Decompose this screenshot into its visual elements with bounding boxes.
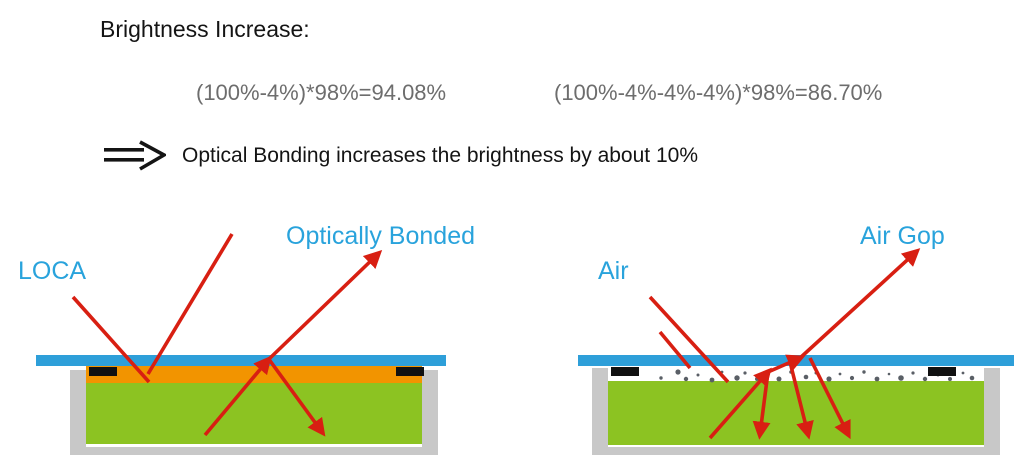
reflected-ray-right-1	[752, 371, 771, 440]
spacer-block-right-1	[611, 367, 639, 376]
callout-label-optically-bonded: Optically Bonded	[286, 222, 476, 250]
air-pointer-line	[648, 295, 730, 384]
emitted-ray-up-right-2	[767, 354, 806, 374]
callout-label-air: Air	[598, 257, 629, 285]
spacer-block-left-2	[396, 367, 424, 376]
callout-label-air-gap: Air Gop	[860, 222, 945, 250]
left-diagram-group	[36, 233, 446, 455]
right-diagram-group	[578, 248, 1014, 455]
air-gap-region	[608, 366, 984, 381]
incoming-ray-right	[658, 330, 692, 370]
incoming-ray-left	[146, 233, 234, 375]
emitted-ray-up-left	[203, 355, 272, 437]
output-ray-right	[798, 248, 921, 360]
reflected-ray-left	[266, 356, 326, 437]
formula-air-gap: (100%-4%-4%-4%)*98%=86.70%	[554, 80, 883, 105]
spacer-block-left-1	[89, 367, 117, 376]
page-title: Brightness Increase:	[100, 16, 310, 42]
spacer-block-right-2	[928, 367, 956, 376]
conclusion-statement: Optical Bonding increases the brightness…	[182, 144, 698, 167]
reflected-ray-right-3	[808, 357, 851, 440]
implies-arrow-icon	[104, 140, 166, 171]
emitted-ray-up-right-1	[708, 367, 772, 440]
display-panel-left	[86, 382, 422, 444]
cover-glass-left	[36, 355, 446, 366]
loca-pointer-line	[71, 295, 151, 384]
formula-optically-bonded: (100%-4%)*98%=94.08%	[196, 80, 447, 105]
callout-label-loca: LOCA	[18, 257, 87, 285]
reflected-ray-right-2	[788, 361, 814, 440]
output-ray-left	[266, 250, 383, 362]
